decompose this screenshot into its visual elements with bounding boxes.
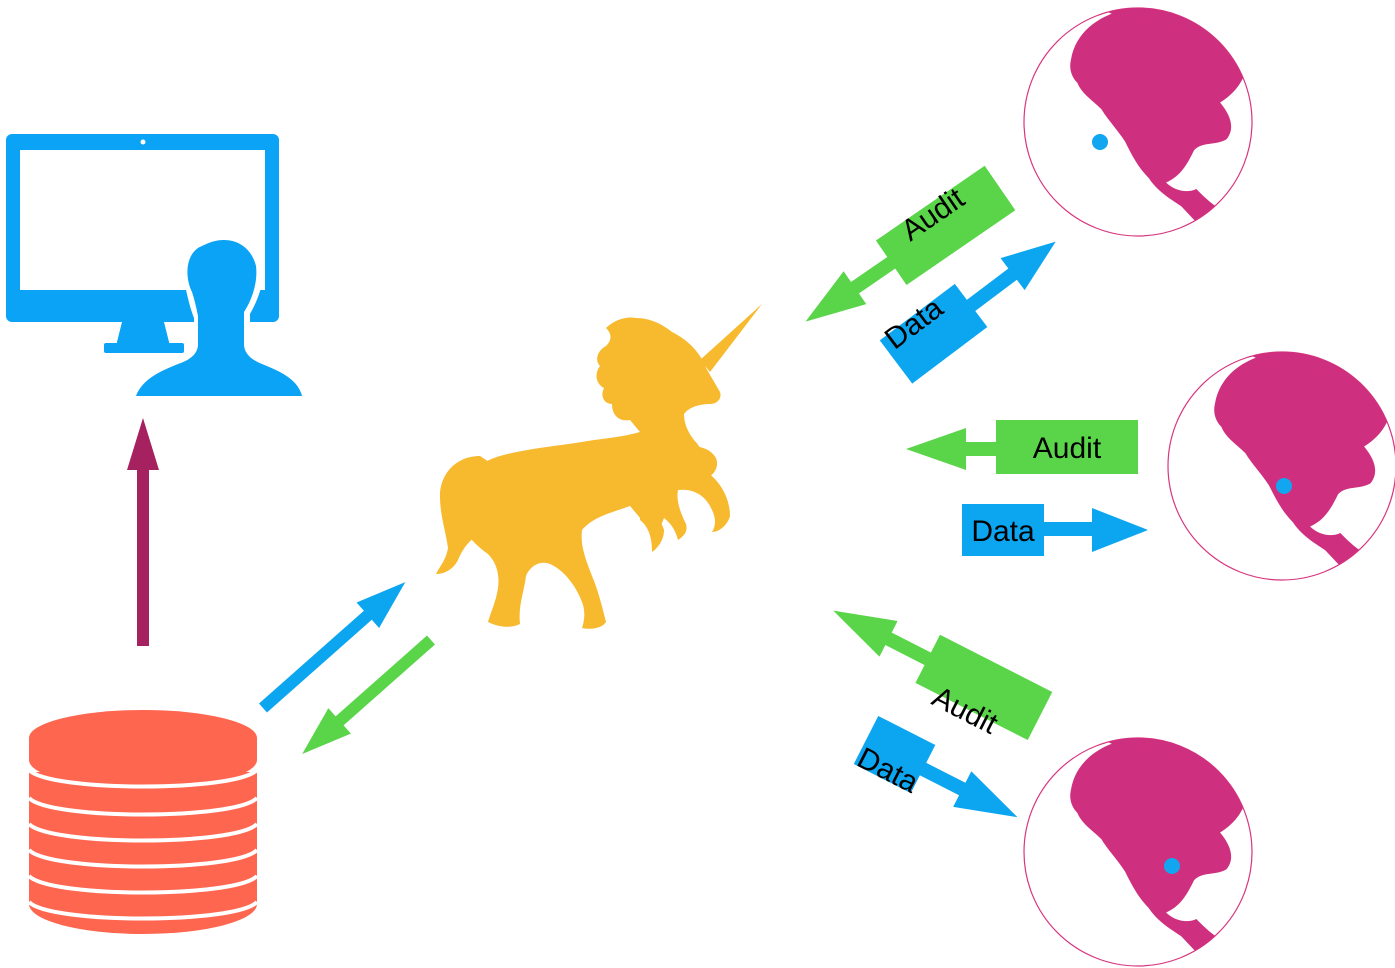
location-dot: [1092, 134, 1108, 150]
globe-region-2: [1167, 351, 1395, 581]
audit-arrow-region-3: [833, 610, 1053, 741]
data-arrow-region-1: [879, 241, 1056, 384]
audit-arrow-region-1: [805, 165, 1016, 322]
computer-user-icon: [6, 134, 312, 398]
data-arrow-region-2: [962, 504, 1148, 556]
audit-label-region-2: Audit: [1033, 432, 1102, 465]
database-icon: [27, 710, 259, 934]
db-to-user-arrow: [127, 418, 159, 646]
data-label-region-2: Data: [971, 515, 1035, 548]
unicorn-icon: [436, 304, 762, 629]
audit-arrow-region-2: [906, 420, 1138, 474]
globe-region-1: [1023, 7, 1253, 237]
globe-region-3: [1023, 737, 1253, 967]
location-dot: [1276, 478, 1292, 494]
location-dot: [1164, 858, 1180, 874]
proxy-to-db-audit-arrow: [302, 635, 435, 754]
db-to-proxy-data-arrow: [259, 582, 406, 713]
data-arrow-region-3: [853, 715, 1018, 818]
